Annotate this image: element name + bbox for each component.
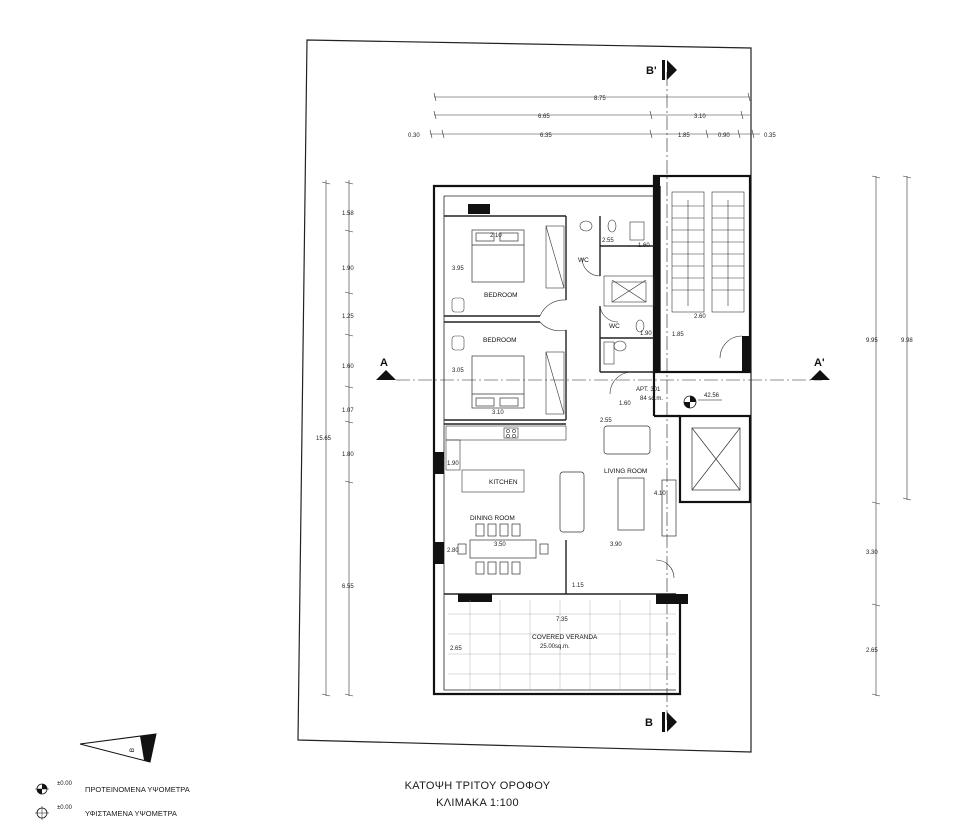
dim-wall-left: 0.30 <box>408 133 420 139</box>
dining-table <box>457 523 549 575</box>
dim-left-2: 1.90 <box>342 266 354 272</box>
legend-text-2: ΥΦΙΣΤΑΜΕΝΑ ΥΨΟΜΕΤΡΑ <box>85 808 177 818</box>
section-lines <box>396 72 822 720</box>
drawing-scale: ΚΛΙΜΑΚΑ 1:100 <box>436 797 519 809</box>
apt-area: 84 sq.m. <box>640 396 663 402</box>
north-arrow-icon <box>79 733 157 763</box>
drawing-title: ΚΑΤΟΨΗ ΤΡΙΤΟΥ ΟΡΟΦΟΥ <box>404 780 551 792</box>
wardrobe-1 <box>545 225 565 289</box>
legend-level-2: ±0.00 <box>57 805 72 811</box>
room-veranda: COVERED VERANDA <box>532 634 598 641</box>
dim-living-width: 3.90 <box>610 542 622 548</box>
exterior-walls <box>432 174 752 696</box>
dim-b2-width: 3.10 <box>492 410 504 416</box>
dim-dining-height: 2.80 <box>447 548 459 554</box>
dim-wc2-width: 1.90 <box>640 331 652 337</box>
lift-shaft <box>691 427 741 491</box>
room-kitchen: KITCHEN <box>489 479 518 486</box>
dim-veranda-width: 7.35 <box>556 617 568 623</box>
section-marker-b: B <box>645 712 677 732</box>
dim-left-1: 1.58 <box>342 211 354 217</box>
north-arrow-label: B <box>129 748 137 753</box>
room-dining: DINING ROOM <box>470 515 515 522</box>
proposed-level-icon <box>35 783 49 795</box>
dim-apt-width: 6.65 <box>538 114 550 120</box>
room-bedroom-1: BEDROOM <box>484 292 518 299</box>
dim-left-6: 1.80 <box>342 452 354 458</box>
level-value: 42.56 <box>704 393 720 399</box>
top-dimensions <box>429 92 760 139</box>
dim-hall-height: 1.60 <box>619 401 631 407</box>
dim-stair-width: 2.60 <box>694 314 706 320</box>
dim-main-span: 6.35 <box>540 133 552 139</box>
dim-wc1-width: 2.55 <box>602 238 614 244</box>
living-furniture <box>559 425 677 537</box>
dim-right-3: 3.30 <box>866 550 878 556</box>
dim-total-width: 8.75 <box>594 96 606 102</box>
dim-lift-span: 0.90 <box>718 133 730 139</box>
room-living: LIVING ROOM <box>604 468 647 475</box>
dim-b2-height: 3.05 <box>452 368 464 374</box>
apt-number: APT. 301 <box>636 387 661 393</box>
dim-left-3: 1.25 <box>342 314 354 320</box>
dim-step-width: 1.15 <box>572 583 584 589</box>
legend-existing-levels: ±0.00 ΥΦΙΣΤΑΜΕΝΑ ΥΨΟΜΕΤΡΑ <box>35 805 177 820</box>
dim-total-depth: 15.65 <box>316 436 332 442</box>
section-marker-a: A <box>376 357 396 380</box>
legend-level-1: ±0.00 <box>57 781 72 787</box>
plot-boundary <box>297 39 752 753</box>
dim-wall-right: 0.35 <box>764 133 776 139</box>
dim-core-width: 3.10 <box>694 114 706 120</box>
legend-text-1: ΠΡΟΤΕΙΝΟΜΕΝΑ ΥΨΟΜΕΤΡΑ <box>85 784 190 794</box>
dim-right-4: 2.65 <box>866 648 878 654</box>
dim-right-2: 9.98 <box>901 338 913 344</box>
existing-level-icon <box>35 806 49 820</box>
room-wc-2: WC <box>609 323 620 330</box>
dim-b1-width: 2.10 <box>490 233 502 239</box>
bed-2 <box>471 355 525 409</box>
dim-left-7: 6.55 <box>342 584 354 590</box>
left-dimensions <box>321 180 354 697</box>
dim-wc1-height: 1.60 <box>638 243 650 249</box>
room-wc-1: WC <box>578 257 589 264</box>
dim-stair-span: 1.85 <box>678 133 690 139</box>
dim-kitchen-height: 1.90 <box>447 461 459 467</box>
level-marker-icon <box>683 395 722 409</box>
bed-1 <box>471 229 525 283</box>
svg-text:B': B' <box>646 65 657 77</box>
staircase <box>671 191 745 313</box>
section-marker-a-prime: A' <box>810 357 830 380</box>
desks <box>451 297 465 351</box>
dim-stair-landing: 1.85 <box>672 332 684 338</box>
wall-piers <box>434 176 750 604</box>
doors <box>539 257 743 579</box>
room-veranda-area: 25.00sq.m. <box>540 644 570 650</box>
right-dimensions <box>871 175 912 697</box>
dim-dining-width: 3.50 <box>494 542 506 548</box>
wardrobe-2 <box>545 351 565 415</box>
dim-left-5: 1.07 <box>342 408 354 414</box>
wc-fixtures <box>579 219 655 365</box>
dim-veranda-height: 2.65 <box>450 646 462 652</box>
svg-text:A: A <box>380 357 388 369</box>
svg-text:A': A' <box>814 357 825 369</box>
dim-living-height: 4.10 <box>654 491 666 497</box>
veranda-tiles <box>448 600 676 690</box>
dim-living-top: 2.55 <box>600 418 612 424</box>
dim-left-4: 1.60 <box>342 364 354 370</box>
room-bedroom-2: BEDROOM <box>483 337 517 344</box>
dim-right-1: 9.95 <box>866 338 878 344</box>
svg-text:B: B <box>645 717 653 729</box>
section-marker-b-prime: B' <box>646 60 677 80</box>
kitchen-counter <box>445 425 567 493</box>
wall-inner-lines <box>443 195 676 691</box>
legend-proposed-levels: ±0.00 ΠΡΟΤΕΙΝΟΜΕΝΑ ΥΨΟΜΕΤΡΑ <box>35 781 190 796</box>
dim-b1-height: 3.95 <box>452 266 464 272</box>
